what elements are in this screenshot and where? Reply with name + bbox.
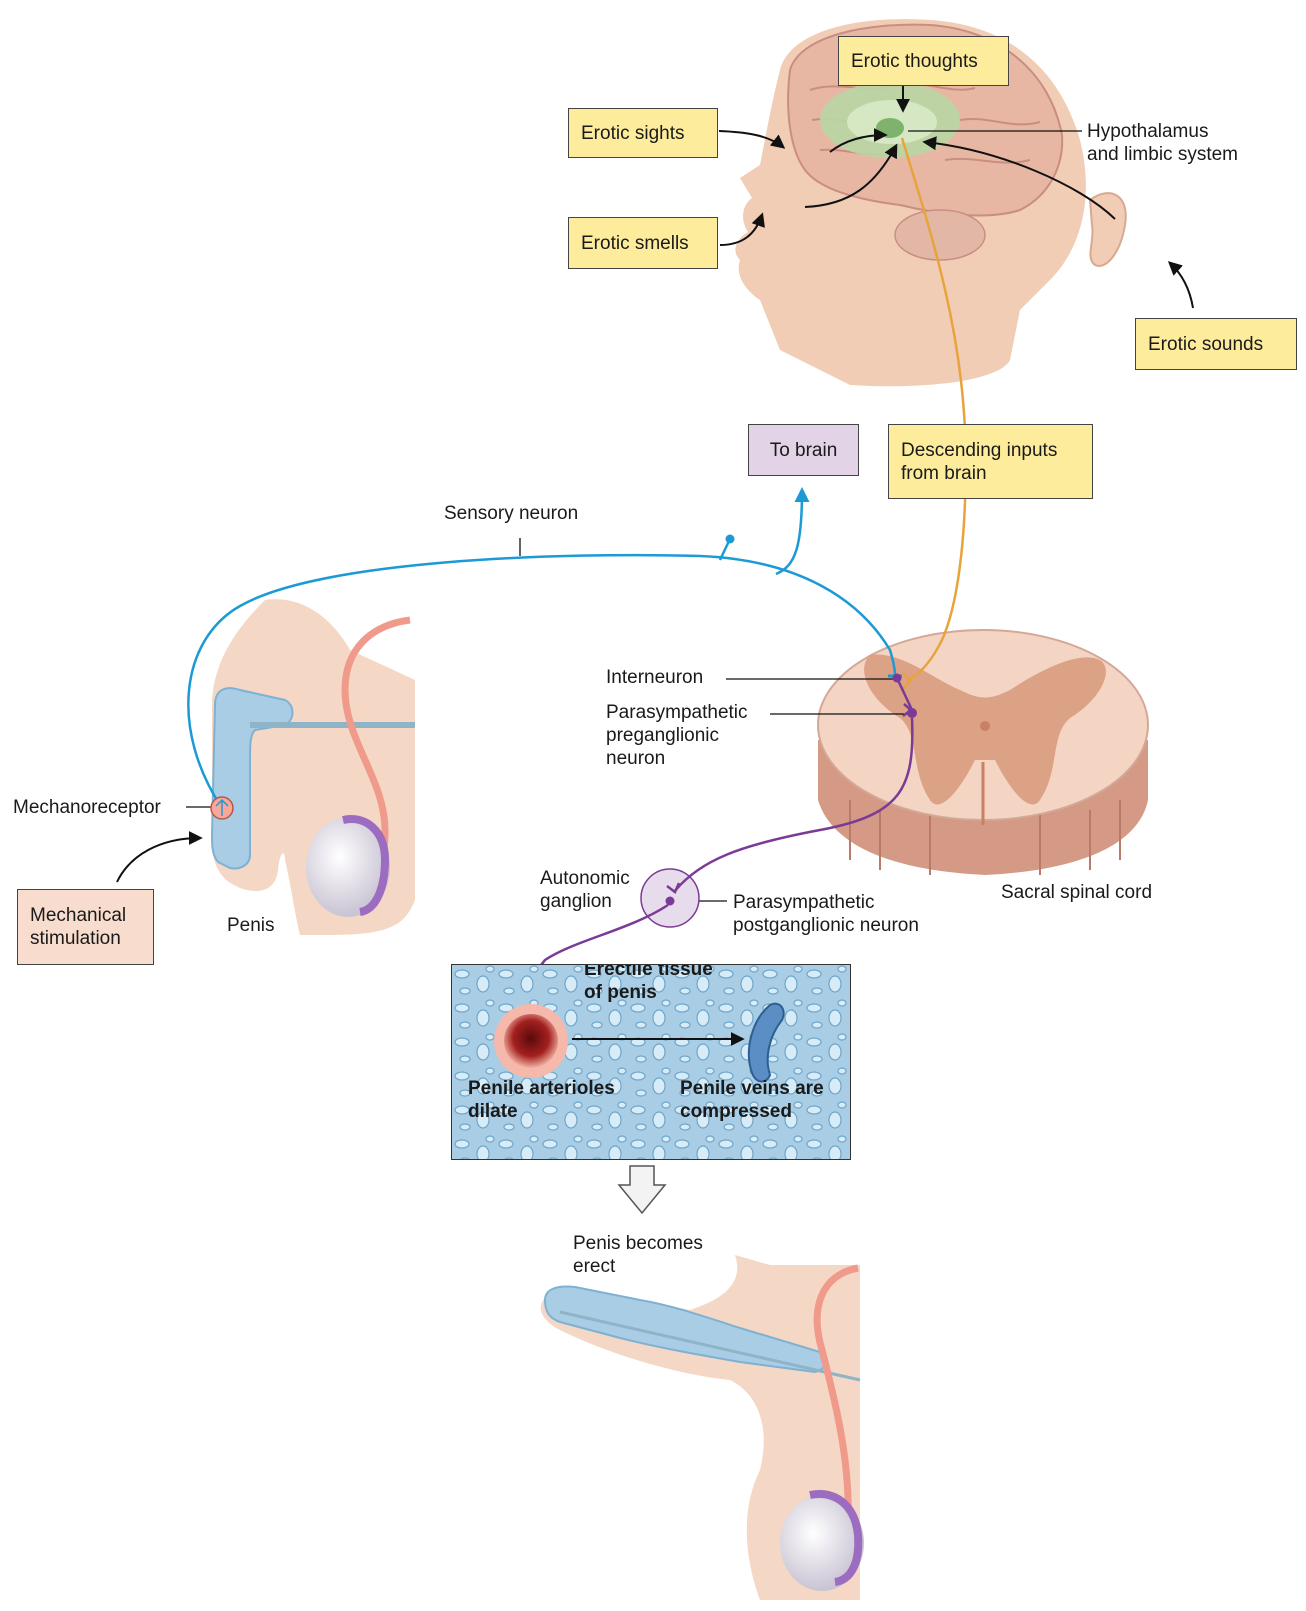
erect-penis-illustration	[541, 1255, 864, 1600]
sacral-spinal-cord-illustration	[818, 630, 1148, 875]
autonomic-ganglion-label: Autonomic ganglion	[540, 867, 630, 913]
to-brain-box: To brain	[748, 424, 859, 476]
parasympathetic-preganglionic-label: Parasympathetic preganglionic neuron	[606, 701, 748, 770]
penis-becomes-erect-label: Penis becomes erect	[573, 1232, 703, 1278]
penile-veins-label: Penile veins are compressed	[680, 1077, 824, 1123]
erectile-tissue-label: Erectile tissue of penis	[584, 964, 713, 1004]
erectile-tissue-inset: Erectile tissue of penis Penile arteriol…	[451, 964, 851, 1160]
descending-inputs-box: Descending inputs from brain	[888, 424, 1093, 499]
hypothalamus-label: Hypothalamus and limbic system	[1087, 120, 1238, 166]
mechanoreceptor-label: Mechanoreceptor	[13, 796, 161, 819]
erotic-smells-box: Erotic smells	[568, 217, 718, 269]
flaccid-penis-illustration	[212, 599, 415, 935]
parasympathetic-postganglionic-label: Parasympathetic postganglionic neuron	[733, 891, 919, 937]
penis-label: Penis	[227, 914, 275, 937]
penile-arterioles-label: Penile arterioles dilate	[468, 1077, 615, 1123]
erotic-thoughts-box: Erotic thoughts	[838, 36, 1009, 86]
mechanical-stimulation-box: Mechanical stimulation	[17, 889, 154, 965]
sacral-spinal-cord-label: Sacral spinal cord	[1001, 881, 1152, 904]
erotic-sounds-box: Erotic sounds	[1135, 318, 1297, 370]
interneuron-label: Interneuron	[606, 666, 703, 689]
erotic-sights-box: Erotic sights	[568, 108, 718, 158]
sensory-neuron-label: Sensory neuron	[444, 502, 578, 525]
